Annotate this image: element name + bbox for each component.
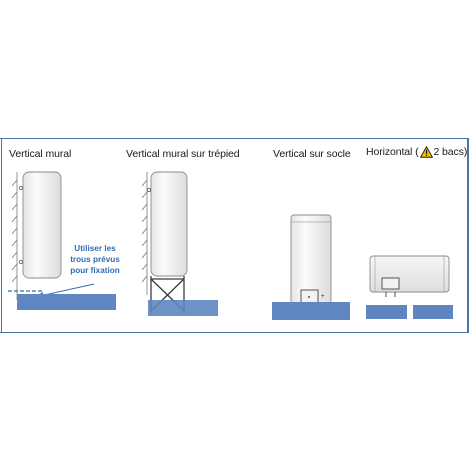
floor-4b (413, 305, 453, 319)
tank-vertical-trepied (150, 171, 188, 277)
label-vertical-mural: Vertical mural (9, 148, 72, 160)
control-box-horizontal (381, 277, 400, 290)
label-vertical-mural-trepied: Vertical mural sur trépied (126, 148, 240, 160)
fixation-note-line-1: Utiliser les (74, 244, 116, 253)
bracket-bottom-1 (19, 260, 23, 264)
label-horizontal-prefix: Horizontal ( (366, 146, 419, 158)
warning-icon (419, 146, 433, 158)
bracket-top-1 (19, 186, 23, 190)
fixation-note-line-2: trous prévus (70, 254, 120, 264)
label-horizontal-suffix: 2 bacs) (433, 146, 468, 158)
wall-hatch-1 (11, 172, 18, 300)
fixation-note: Utiliser les trous prévus pour fixation (66, 244, 124, 276)
label-vertical-socle: Vertical sur socle (273, 148, 351, 160)
floor-1 (17, 294, 116, 310)
wall-hatch-2 (141, 172, 148, 295)
outlet-arrows (385, 292, 396, 297)
panel-right-edge (467, 138, 469, 333)
floor-2 (148, 300, 218, 316)
bracket-top-2 (147, 188, 151, 192)
control-dot-socle (308, 296, 310, 298)
panel-left-edge (1, 138, 2, 333)
fixation-note-line-3: pour fixation (70, 265, 120, 275)
floor-3 (272, 302, 350, 320)
floor-4a (366, 305, 407, 319)
outlet-mark-socle: + (321, 294, 325, 300)
tank-vertical-mural (22, 171, 62, 279)
label-horizontal: Horizontal ( 2 bacs) (366, 146, 467, 158)
installation-panel (0, 138, 468, 333)
